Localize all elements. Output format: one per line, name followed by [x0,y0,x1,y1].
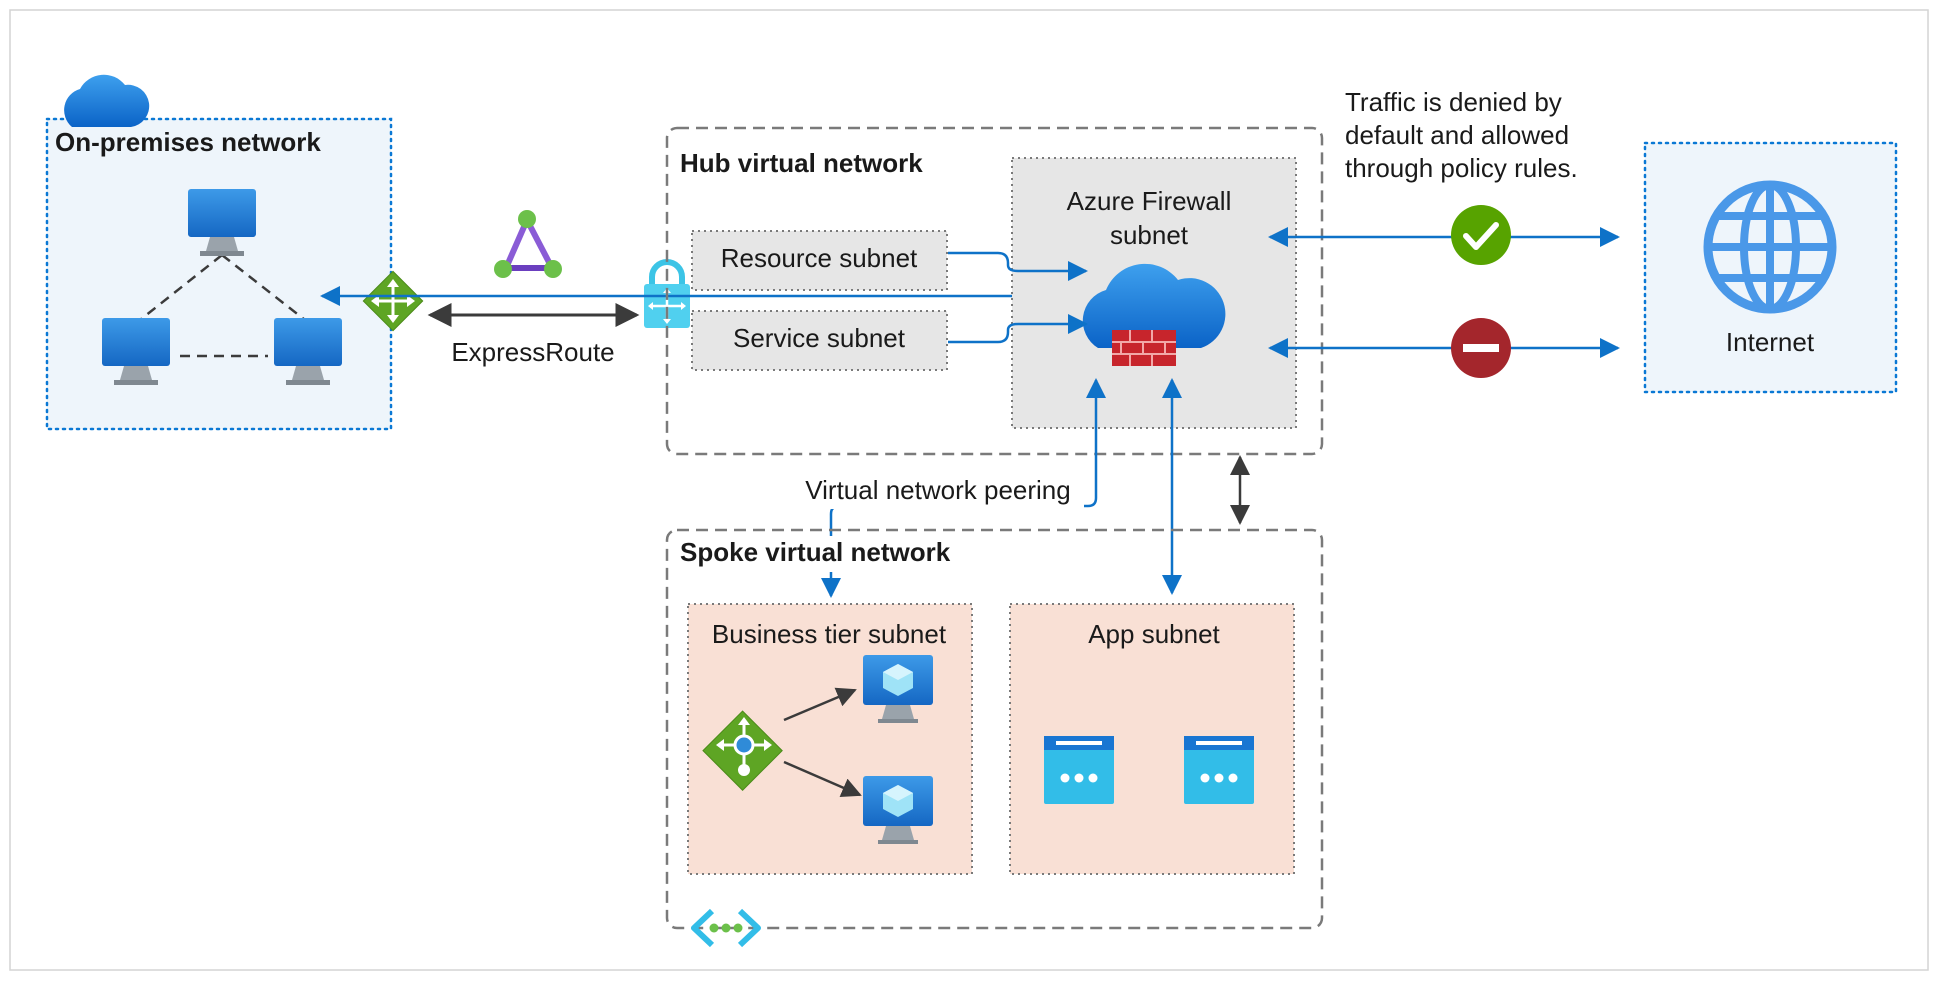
resource-subnet-box [691,230,948,291]
cloud-icon [64,74,150,127]
load-balancer-icon [702,710,783,791]
spoke-virtual-network: Spoke virtual network Business tier subn… [665,528,1324,948]
lb-to-vm1-arrow [783,687,857,722]
peering-label: Virtual network peering [805,475,1070,505]
hub-label: Hub virtual network [680,148,923,178]
spoke-label: Spoke virtual network [680,537,951,567]
vnet-peering-icon [691,908,761,948]
firewall-subnet-label-1: Azure Firewall [1067,186,1232,216]
monitor-icon [188,189,256,256]
virtual-machine-icon [863,655,933,723]
spoke-box [665,528,1324,930]
app-service-icon [1184,736,1254,804]
app-subnet-label: App subnet [1088,619,1220,649]
resource-subnet-label: Resource subnet [721,243,918,273]
allow-check-icon [1451,205,1511,265]
on-premises-network: On-premises network [45,74,393,431]
monitor-icon [102,318,170,385]
traffic-note-line-2: default and allowed [1345,120,1569,150]
virtual-machine-icon [863,776,933,844]
globe-icon [1703,180,1837,314]
service-to-firewall-arrow [948,314,1088,344]
on-premises-label: On-premises network [55,127,321,157]
internet: Internet [1643,141,1898,394]
service-subnet-label: Service subnet [733,323,906,353]
firewall-subnet-label-2: subnet [1110,220,1189,250]
expressroute-label: ExpressRoute [451,337,614,367]
internet-label: Internet [1726,327,1815,357]
hub-box [665,126,1324,456]
app-service-icon [1044,736,1114,804]
firewall-cloud-icon [1082,263,1226,366]
business-tier-label: Business tier subnet [712,619,947,649]
traffic-note-line-3: through policy rules. [1345,153,1578,183]
outer-frame [9,9,1929,971]
lb-to-vm2-arrow [783,760,862,798]
traffic-note-line-1: Traffic is denied by [1345,87,1562,117]
deny-minus-icon [1451,318,1511,378]
service-subnet-box [691,310,948,371]
resource-to-firewall-arrow [948,251,1088,281]
monitor-icon [274,318,342,385]
on-premises-box [45,117,393,431]
peering-label-bg [790,473,1084,509]
hub-virtual-network: Hub virtual network Resource subnet Serv… [665,126,1324,456]
expressroute-circuit-icon [494,210,562,278]
